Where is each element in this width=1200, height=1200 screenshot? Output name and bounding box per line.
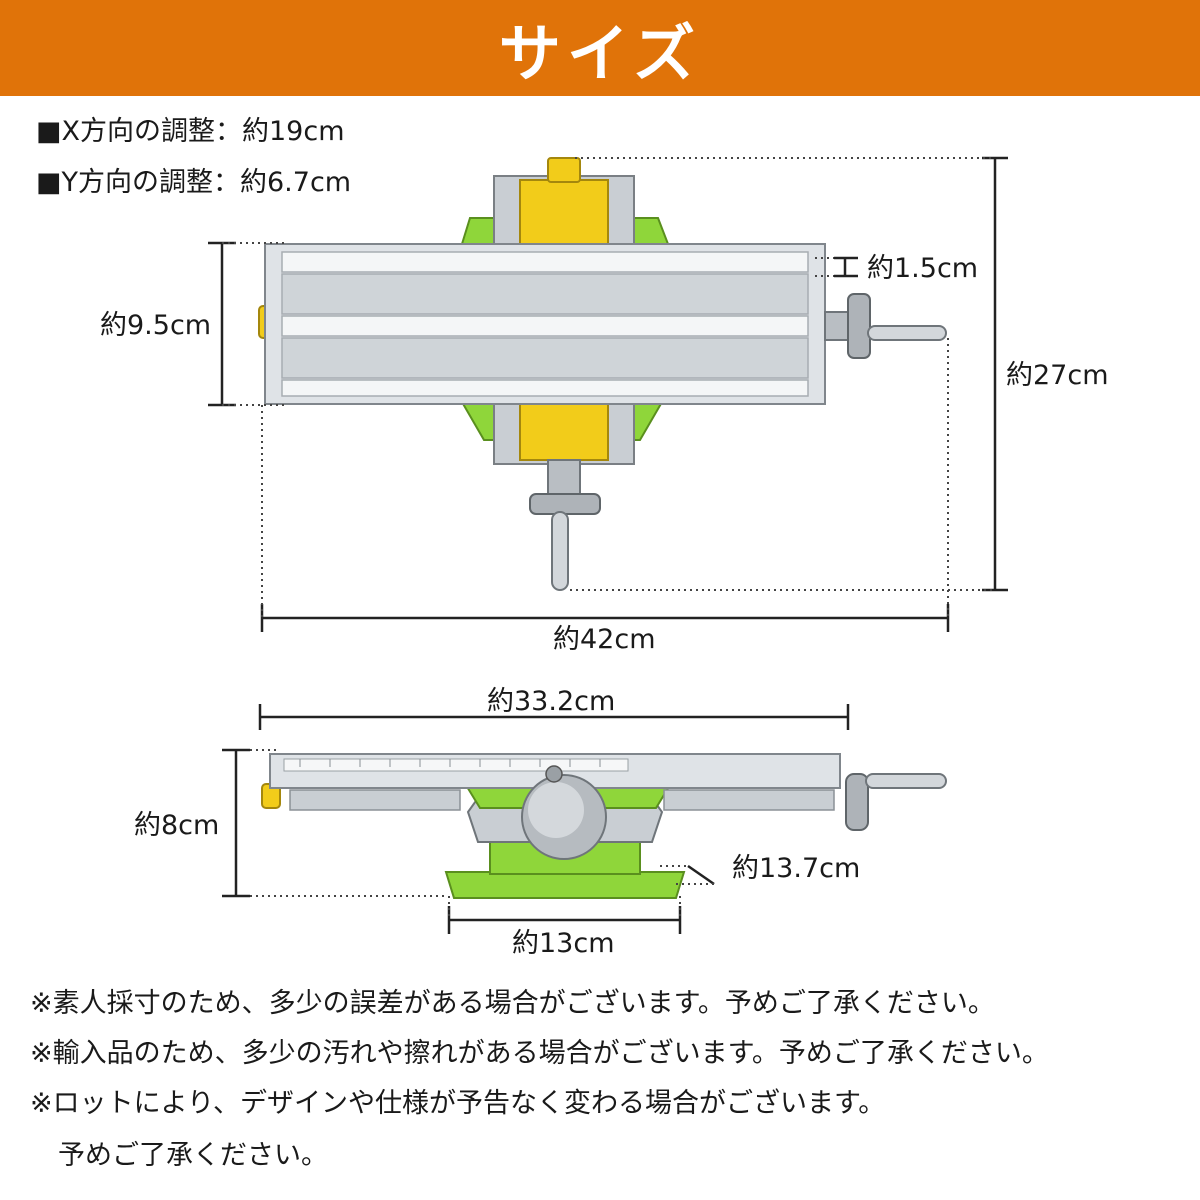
dim-33-2cm-label: 約33.2cm	[487, 686, 616, 717]
dim-8cm-label: 約8cm	[134, 810, 220, 841]
dim-27cm-label: 約27cm	[1006, 360, 1109, 391]
side-right-handwheel	[845, 773, 869, 831]
note-lot: ※ロットにより、デザインや仕様が予告なく変わる場合がございます。	[30, 1088, 886, 1119]
note-import: ※輸入品のため、多少の汚れや擦れがある場合がございます。予めご了承ください。	[30, 1038, 1049, 1069]
dim-13-7cm-line	[687, 864, 715, 886]
dim-13cm-label: 約13cm	[512, 928, 615, 959]
dim-13-7cm-label: 約13.7cm	[732, 853, 861, 884]
spec-x-adjust: ■X方向の調整：約19cm	[36, 116, 345, 147]
top-right-handwheel	[847, 293, 871, 359]
note-lot-continued: 予めご了承ください。	[58, 1140, 328, 1171]
dim-9-5cm-label: 約9.5cm	[100, 310, 212, 341]
spec-y-adjust: ■Y方向の調整：約6.7cm	[36, 167, 352, 198]
side-base-foot	[444, 871, 686, 899]
page-title: サイズ	[498, 17, 702, 90]
title-banner: サイズ	[0, 0, 1200, 96]
dim-1-5cm-label: 約1.5cm	[867, 253, 979, 284]
note-measurement: ※素人採寸のため、多少の誤差がある場合がございます。予めご了承ください。	[30, 988, 995, 1019]
dim-42cm-label: 約42cm	[553, 624, 656, 655]
